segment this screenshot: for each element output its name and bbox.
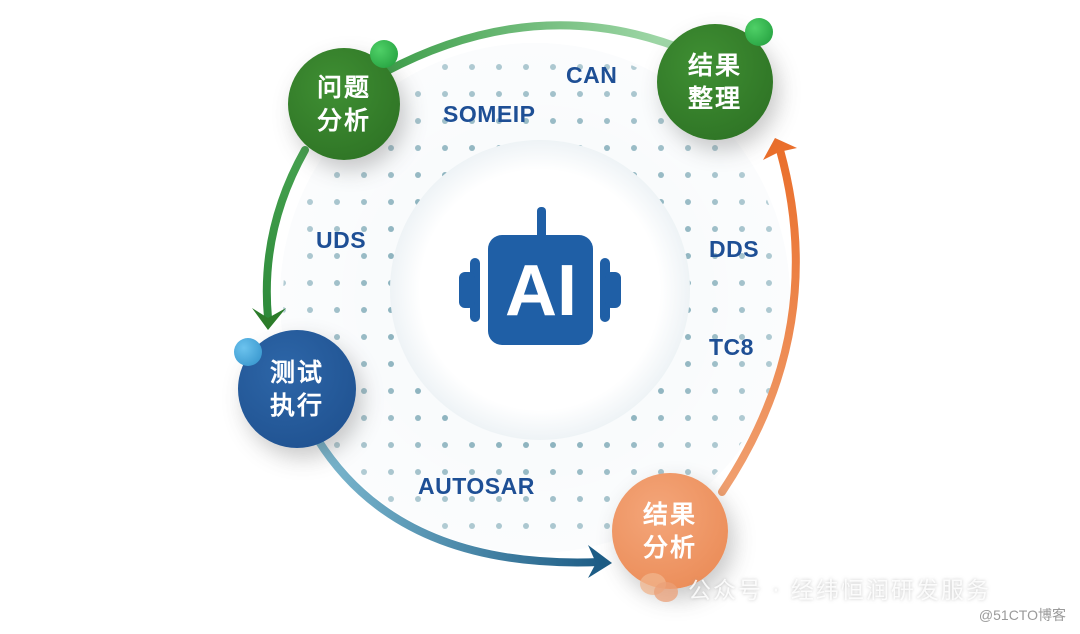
protocol-dds: DDS bbox=[709, 236, 760, 262]
stage-label-line1: 结果 bbox=[687, 51, 742, 80]
watermark-text: 公众号 · 经纬恒润研发服务 bbox=[688, 578, 991, 604]
stage-label-line1: 问题 bbox=[316, 73, 371, 102]
wechat-icon bbox=[640, 573, 680, 603]
stage-result-organization: 结果 整理 bbox=[657, 18, 773, 140]
accent-dot bbox=[745, 18, 773, 46]
accent-dot bbox=[234, 338, 262, 366]
wechat-watermark: 公众号 · 经纬恒润研发服务 bbox=[640, 571, 991, 605]
ai-label: AI bbox=[505, 251, 577, 331]
protocol-someip: SOMEIP bbox=[443, 101, 536, 127]
stage-label-line2: 执行 bbox=[269, 391, 324, 420]
stage-label-line2: 分析 bbox=[316, 106, 371, 135]
protocol-uds: UDS bbox=[316, 227, 367, 253]
stage-label-line2: 分析 bbox=[642, 533, 697, 562]
protocol-autosar: AUTOSAR bbox=[418, 473, 535, 499]
site-credit: @51CTO博客 bbox=[978, 607, 1066, 623]
stage-result-analysis: 结果 分析 bbox=[612, 473, 728, 589]
robot-head-icon bbox=[459, 207, 621, 345]
protocol-can: CAN bbox=[566, 62, 618, 88]
stage-label-line1: 测试 bbox=[269, 358, 324, 387]
stage-problem-analysis: 问题 分析 bbox=[288, 40, 400, 160]
stage-test-execution: 测试 执行 bbox=[234, 330, 356, 448]
accent-dot bbox=[370, 40, 398, 68]
stage-label-line2: 整理 bbox=[687, 84, 742, 113]
stage-label-line1: 结果 bbox=[642, 500, 697, 529]
protocol-tc8: TC8 bbox=[709, 334, 754, 360]
